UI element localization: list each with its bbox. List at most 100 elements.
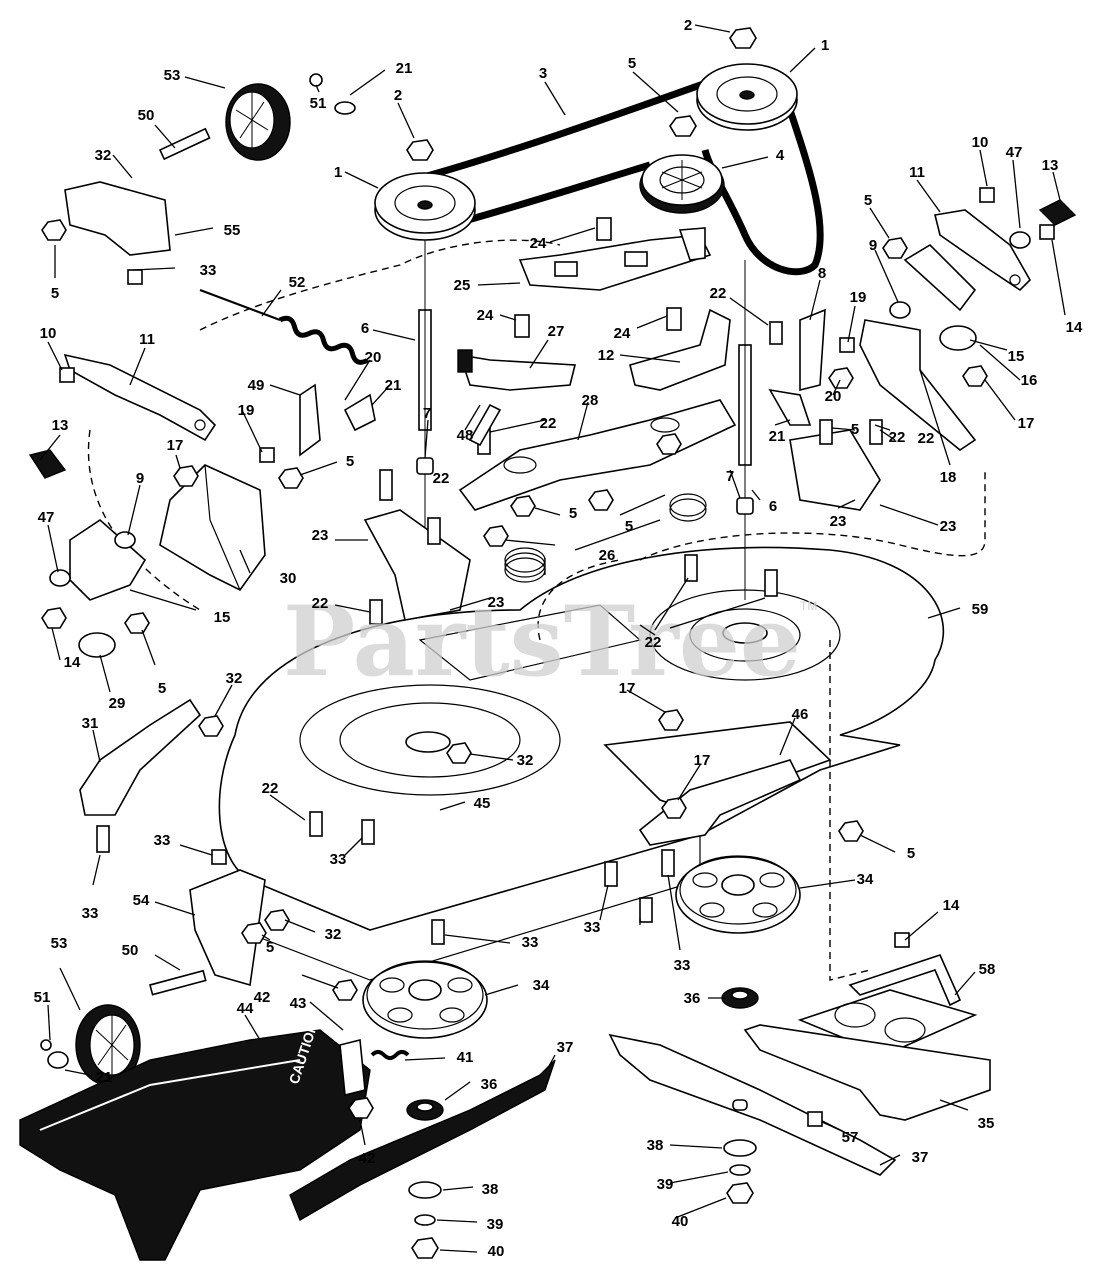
parts-tree-watermark: PartsTree TM (283, 585, 817, 698)
blade-adapter-left (362, 960, 488, 1039)
watermark-text: PartsTree (283, 585, 801, 698)
callout-43: 43 (290, 995, 307, 1012)
callout-32: 32 (325, 926, 342, 943)
callout-35: 35 (978, 1115, 995, 1132)
gauge-wheel-top (225, 83, 291, 161)
mounting-plate-12 (629, 308, 731, 391)
callout-30: 30 (280, 570, 297, 587)
callout-33: 33 (154, 832, 171, 849)
callout-15: 15 (214, 609, 231, 626)
callout-8: 8 (818, 265, 826, 282)
callout-26: 26 (599, 547, 616, 564)
callout-29: 29 (109, 695, 126, 712)
callout-20: 20 (825, 388, 842, 405)
callout-36: 36 (684, 990, 701, 1007)
callout-41: 41 (457, 1049, 474, 1066)
callout-14: 14 (943, 897, 960, 914)
callout-19: 19 (238, 402, 255, 419)
callout-32: 32 (95, 147, 112, 164)
callout-21: 21 (385, 377, 402, 394)
callout-25: 25 (454, 277, 471, 294)
flat-idler-pulley (639, 154, 725, 214)
callout-22: 22 (540, 415, 557, 432)
spindle-right (736, 260, 754, 600)
callout-5: 5 (851, 421, 859, 438)
callout-6: 6 (769, 498, 777, 515)
callout-13: 13 (52, 417, 69, 434)
callout-39: 39 (487, 1216, 504, 1233)
callout-37: 37 (912, 1149, 929, 1166)
bracket-46 (638, 759, 802, 846)
callout-57: 57 (842, 1129, 859, 1146)
link-arm-15 (69, 243, 977, 601)
callout-32: 32 (517, 752, 534, 769)
callout-33: 33 (82, 905, 99, 922)
baffle-23 (363, 429, 881, 621)
spindle-left (416, 240, 434, 610)
callout-20: 20 (365, 349, 382, 366)
callout-51: 51 (310, 95, 327, 112)
callout-49: 49 (248, 377, 265, 394)
callout-5: 5 (864, 192, 872, 209)
hanger-bracket-18 (859, 319, 977, 451)
callout-44: 44 (237, 1000, 254, 1017)
callout-5: 5 (158, 680, 166, 697)
callout-13: 13 (1042, 157, 1059, 174)
idler-arm-bracket (518, 234, 712, 291)
callout-21: 21 (396, 60, 413, 77)
callout-33: 33 (674, 957, 691, 974)
callout-5: 5 (625, 518, 633, 535)
callout-55: 55 (224, 222, 241, 239)
callout-27: 27 (548, 323, 565, 340)
drive-belt (419, 74, 824, 276)
callout-59: 59 (972, 601, 989, 618)
callout-47: 47 (38, 509, 55, 526)
callout-22: 22 (918, 430, 935, 447)
callout-45: 45 (474, 795, 491, 812)
idler-pulley-right (696, 63, 798, 131)
callout-33: 33 (522, 934, 539, 951)
callout-19: 19 (850, 289, 867, 306)
callout-23: 23 (312, 527, 329, 544)
callout-2: 2 (684, 17, 692, 34)
blade-right (608, 1033, 897, 1176)
callout-17: 17 (1018, 415, 1035, 432)
callout-46: 46 (792, 706, 809, 723)
callout-33: 33 (200, 262, 217, 279)
callout-labels: 2153213550251432110471311555245332552892… (34, 17, 1083, 1260)
callout-17: 17 (694, 752, 711, 769)
callout-53: 53 (51, 935, 68, 952)
stabilizer-bracket-35 (743, 1024, 991, 1121)
callout-6: 6 (361, 320, 369, 337)
callout-5: 5 (569, 505, 577, 522)
gauge-wheel-bottom (75, 1004, 141, 1086)
callout-5: 5 (907, 845, 915, 862)
callout-40: 40 (488, 1243, 505, 1260)
callout-9: 9 (136, 470, 144, 487)
callout-51: 51 (34, 989, 51, 1006)
idler-pulley-left (374, 172, 476, 241)
callout-36: 36 (481, 1076, 498, 1093)
callout-48: 48 (457, 427, 474, 444)
callout-40: 40 (672, 1213, 689, 1230)
gauge-wheel-bracket-54 (189, 869, 266, 987)
callout-21: 21 (96, 1069, 113, 1086)
assembly-outline (87, 239, 986, 981)
callout-11: 11 (909, 164, 925, 181)
callout-22: 22 (710, 285, 727, 302)
hardware (28, 27, 1077, 1259)
callout-3: 3 (539, 65, 547, 82)
bearing-36 (406, 987, 759, 1121)
callout-5: 5 (51, 285, 59, 302)
belt-guard: CAUTION (19, 1020, 371, 1261)
lift-bracket-right (934, 209, 1031, 292)
callout-22: 22 (645, 634, 662, 651)
guard-bracket-41 (339, 1038, 410, 1097)
callout-15: 15 (1008, 348, 1025, 365)
callout-38: 38 (482, 1181, 499, 1198)
callout-1: 1 (334, 164, 342, 181)
callout-11: 11 (139, 331, 155, 348)
callout-22: 22 (312, 595, 329, 612)
callout-34: 34 (533, 977, 550, 994)
callout-5: 5 (628, 55, 636, 72)
